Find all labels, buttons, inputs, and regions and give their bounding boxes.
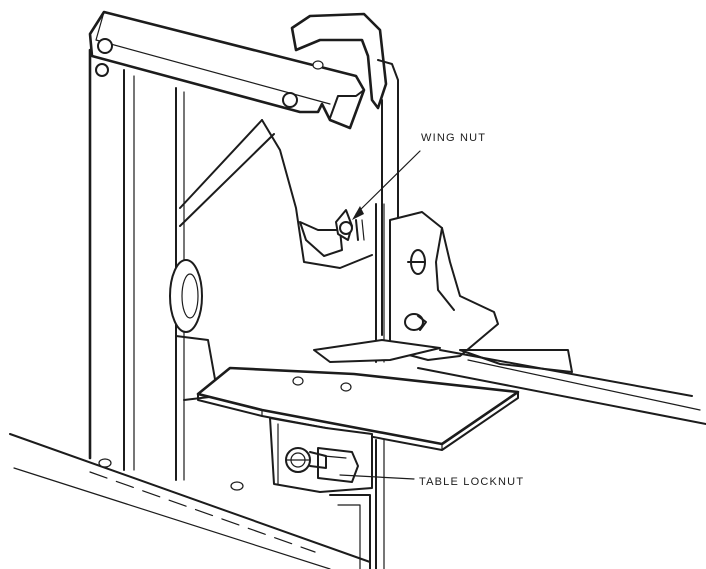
leader-lines [339,150,421,480]
table-locknut [285,447,327,473]
diagonal-brace [179,119,275,227]
upper-arm [88,10,366,130]
table-trunnion [269,417,373,493]
left-column [88,48,244,491]
wing-nut-leader [355,150,421,215]
miter-bar [417,349,706,425]
blade-guard [261,12,399,336]
miter-gauge [313,211,573,373]
table-locknut-label: TABLE LOCKNUT [419,476,524,488]
base-frame [9,433,371,569]
table-locknut-leader [339,474,415,480]
wing-nut [335,209,365,241]
wing-nut-label: WING NUT [421,132,486,144]
blade [375,203,385,569]
lower-wheel [169,259,219,401]
wing-nut-arrowhead [352,206,364,220]
